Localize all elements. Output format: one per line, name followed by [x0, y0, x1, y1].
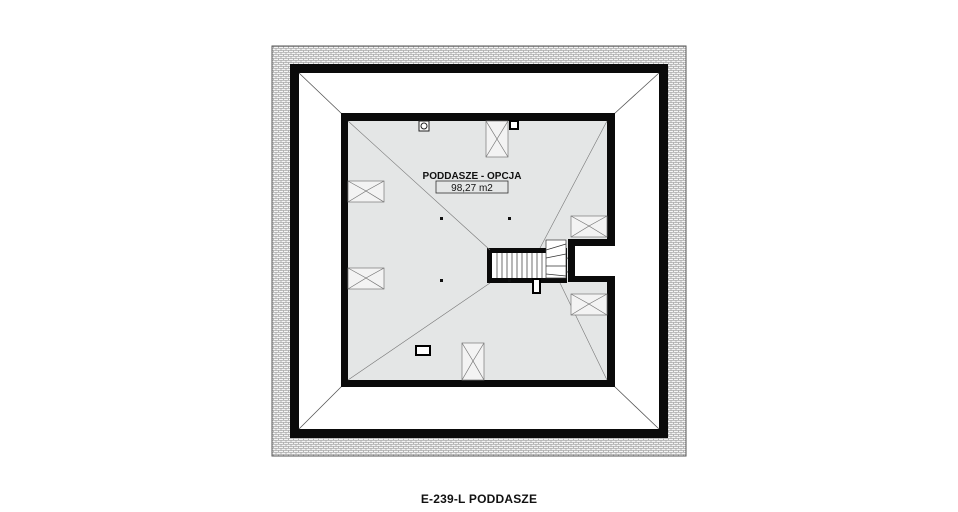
room-area-box	[435, 180, 509, 194]
roof-window-left-upper	[347, 180, 385, 203]
plan-caption: E-239-L PODDASZE	[421, 492, 537, 506]
roof-hip-lines-outer	[298, 72, 660, 430]
chimney-bottom-left	[415, 345, 431, 356]
post-markers	[440, 217, 511, 282]
roof-window-right-lower	[570, 293, 608, 316]
room-area-label: 98,27 m2	[451, 183, 493, 194]
roof-window-right-upper	[570, 215, 608, 238]
room-name-label: PODDASZE - OPCJA	[423, 171, 522, 182]
vent-top	[418, 120, 430, 132]
roof-window-bottom	[461, 342, 485, 381]
roof-window-top	[485, 120, 509, 158]
staircase	[496, 239, 569, 279]
roof-window-left-lower	[347, 267, 385, 290]
chimney-top-right	[509, 120, 519, 130]
roof-hip-lines-inner	[347, 120, 608, 381]
chimney-center	[532, 278, 541, 294]
